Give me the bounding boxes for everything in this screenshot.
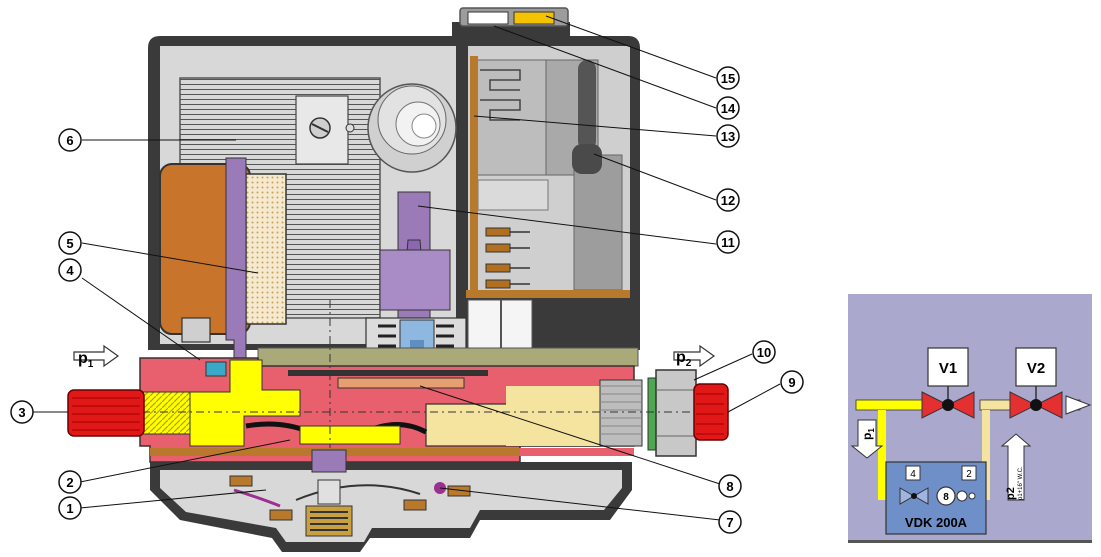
- outlet-thread: [599, 379, 643, 447]
- callout-14: 14: [716, 96, 740, 120]
- pressure-label-inlet: p1: [73, 344, 120, 370]
- top-plate: [257, 347, 639, 367]
- valve-v2: V2: [1009, 347, 1063, 419]
- svg-text:10: 10: [757, 345, 771, 360]
- schematic-p2-label: p2 p1+16" W.C.: [1000, 433, 1032, 501]
- pressure-label-outlet: p2: [673, 344, 716, 369]
- callout-7: 7: [718, 510, 742, 534]
- callout-3: 3: [10, 400, 34, 424]
- device-cutaway: [67, 7, 729, 552]
- schematic-p1-label: p1: [850, 419, 884, 459]
- schematic-inset: V1 V2 p1 p2 p1+16" W.C.: [848, 294, 1092, 543]
- callout-8: 8: [718, 474, 742, 498]
- spring-coils: [378, 324, 454, 368]
- callout-10: 10: [752, 340, 776, 364]
- svg-text:8: 8: [943, 492, 949, 503]
- armature: [225, 157, 247, 361]
- svg-text:14: 14: [721, 101, 736, 116]
- svg-text:3: 3: [18, 405, 25, 420]
- svg-text:p1: p1: [860, 428, 876, 440]
- gas-path-inlet: [189, 359, 301, 447]
- callout-11: 11: [716, 230, 740, 254]
- svg-text:4: 4: [66, 263, 74, 278]
- pump-8: [936, 486, 956, 506]
- svg-text:p2: p2: [1005, 487, 1017, 500]
- hex-nut: [655, 369, 697, 457]
- svg-text:5: 5: [66, 236, 73, 251]
- callouts: 1 2 3 4 5 6 7 8 9 10 11 12 13 14 15: [10, 66, 804, 534]
- leader-lines: [32, 15, 781, 521]
- svg-text:11: 11: [721, 235, 735, 250]
- cable: [578, 60, 596, 150]
- callout-12: 12: [716, 188, 740, 212]
- p2-text: p2: [676, 349, 692, 369]
- svg-text:13: 13: [721, 129, 735, 144]
- inlet-thread: [141, 391, 191, 435]
- inlet-pipe: [67, 389, 145, 437]
- pipe-inlet: [855, 399, 927, 411]
- outlet-arrow-icon: [1065, 395, 1092, 415]
- diaphragm: [337, 377, 465, 389]
- vdk-unit: 4 2 8 VDK 200A: [885, 461, 987, 535]
- outlet-pipe: [693, 383, 729, 441]
- p1-text: p1: [78, 350, 94, 370]
- svg-text:8: 8: [726, 479, 733, 494]
- callout-6: 6: [58, 128, 82, 152]
- callout-1: 1: [58, 496, 82, 520]
- connector-white: [467, 11, 509, 25]
- svg-text:4: 4: [910, 469, 916, 480]
- callout-9: 9: [780, 370, 804, 394]
- coil-winding: [245, 173, 287, 325]
- svg-text:12: 12: [721, 193, 735, 208]
- svg-text:V1: V1: [939, 360, 957, 377]
- svg-text:15: 15: [721, 71, 735, 86]
- svg-text:7: 7: [726, 515, 733, 530]
- svg-text:V2: V2: [1027, 360, 1045, 377]
- connector-yellow: [513, 11, 555, 25]
- callout-15: 15: [716, 66, 740, 90]
- callout-2: 2: [58, 470, 82, 494]
- svg-text:2: 2: [966, 469, 972, 480]
- callout-13: 13: [716, 124, 740, 148]
- svg-text:p1+16" W.C.: p1+16" W.C.: [1018, 466, 1024, 500]
- callout-5: 5: [58, 231, 82, 255]
- svg-text:VDK 200A: VDK 200A: [905, 515, 968, 530]
- svg-text:1: 1: [66, 501, 73, 516]
- switch-contacts: [229, 449, 471, 537]
- callout-4: 4: [58, 258, 82, 282]
- resistors: [485, 227, 530, 289]
- svg-text:2: 2: [66, 475, 73, 490]
- svg-text:9: 9: [788, 375, 795, 390]
- svg-text:6: 6: [66, 133, 73, 148]
- valve-v1: V1: [921, 347, 975, 419]
